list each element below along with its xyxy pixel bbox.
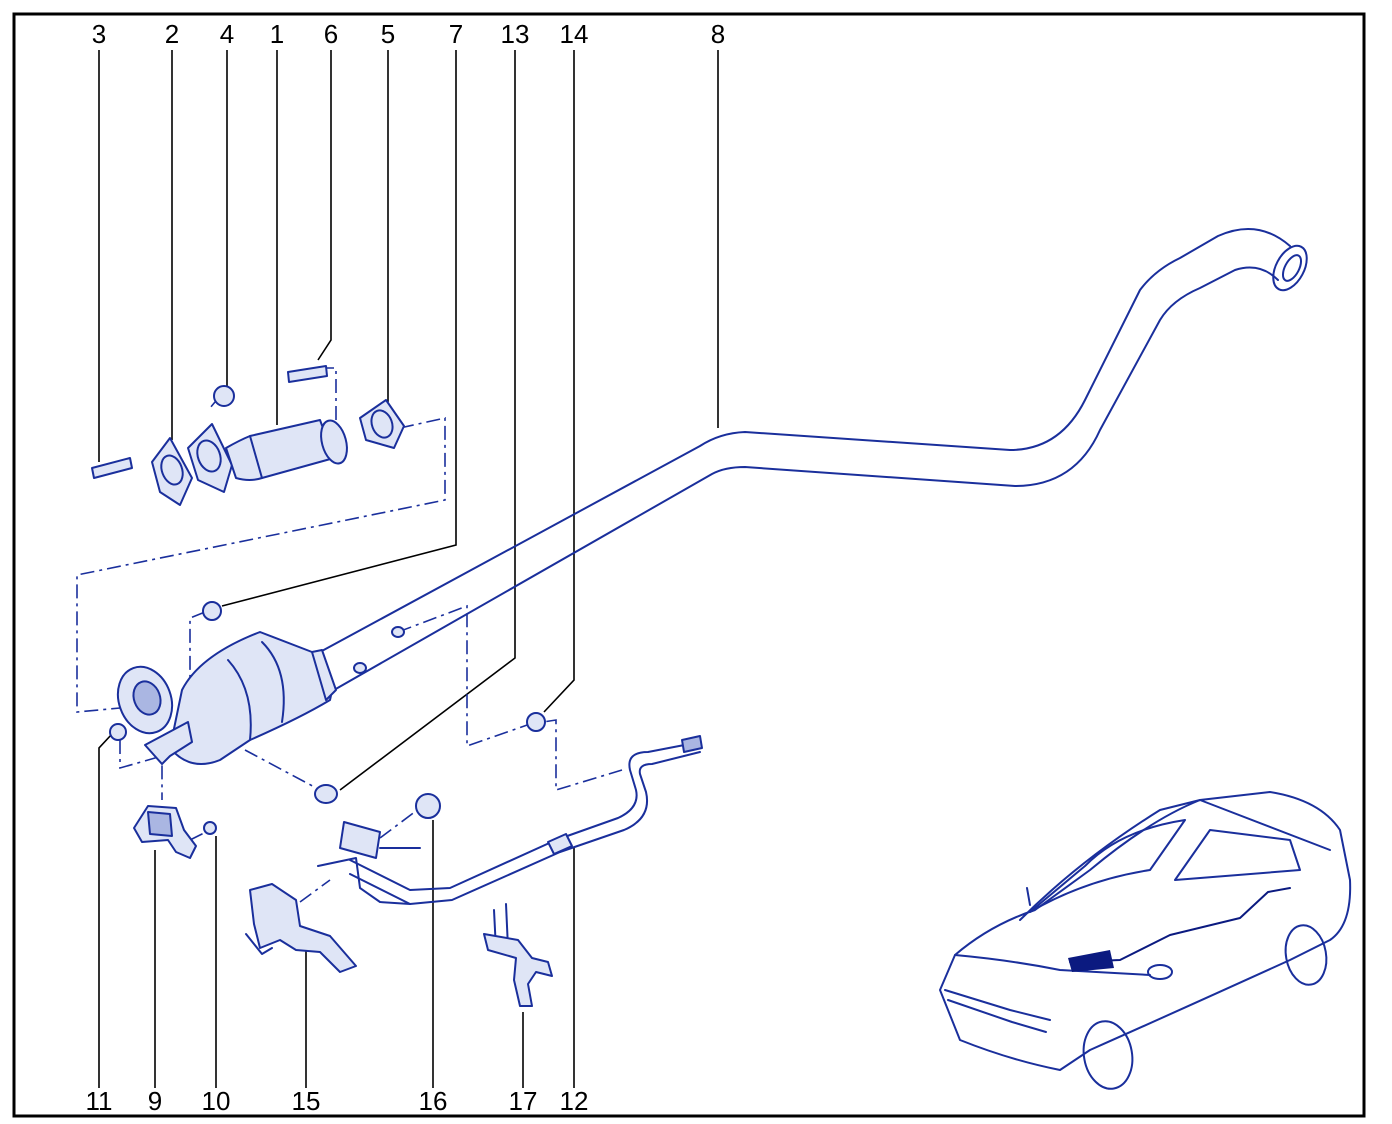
label-10: 10 <box>202 1086 231 1116</box>
stud-6 <box>287 365 328 383</box>
nut-4 <box>213 385 235 407</box>
label-15: 15 <box>292 1086 321 1116</box>
stud-3 <box>91 457 133 479</box>
label-11: 11 <box>86 1086 113 1116</box>
converter-shell-band-b <box>261 641 285 723</box>
bracket-15-ear <box>245 933 273 955</box>
leader-lines <box>98 50 719 1088</box>
pipe-12-coupling <box>547 833 573 855</box>
front-pipe-1-band <box>249 435 263 479</box>
leader-6 <box>317 50 332 361</box>
label-13: 13 <box>501 19 530 49</box>
car-side-window <box>1174 829 1301 881</box>
gasket-2-bore <box>160 454 184 486</box>
label-16: 16 <box>419 1086 448 1116</box>
car-exhaust-converter-mark <box>1068 950 1114 972</box>
nut-10 <box>203 821 217 835</box>
diagram-border <box>12 12 1366 1118</box>
flange-front-pipe-bore <box>196 439 222 473</box>
bracket-17-body <box>483 933 553 1007</box>
converter-shell-band-a <box>227 659 252 741</box>
assembly-line-16 <box>379 807 421 839</box>
leader-11 <box>98 733 113 1088</box>
gasket-2 <box>151 437 193 506</box>
mount-14 <box>526 712 546 732</box>
car-grille <box>944 989 1051 1033</box>
pipe-8-hanger-stud-b <box>353 662 367 674</box>
bracket-15 <box>245 883 357 973</box>
car-body-outline <box>939 791 1352 1071</box>
car-exhaust-route <box>1069 887 1291 963</box>
pipe-12-end-fitting <box>681 735 703 753</box>
car-front-wheel <box>1082 1020 1134 1090</box>
assembly-line-10 <box>189 829 211 841</box>
pipe-12-assembly <box>317 735 703 905</box>
front-pipe-1 <box>225 419 335 481</box>
catalytic-converter <box>116 601 337 765</box>
assembly-line-13 <box>244 749 321 791</box>
label-12: 12 <box>560 1086 589 1116</box>
pipe-8-outlet-inner <box>1281 254 1303 282</box>
car-antenna <box>1026 887 1031 906</box>
mount-13 <box>314 784 338 804</box>
car-windshield <box>1029 819 1186 913</box>
pipe-8-lower-edge <box>333 266 1279 691</box>
bracket-15-body <box>249 883 357 973</box>
leader-14 <box>543 50 575 713</box>
gasket-5-bore <box>370 409 394 439</box>
sensor-block <box>339 821 381 859</box>
label-8: 8 <box>711 19 725 49</box>
nut-11 <box>109 723 127 741</box>
leader-7 <box>221 50 457 607</box>
label-5: 5 <box>381 19 395 49</box>
car-locator <box>939 791 1352 1090</box>
converter-bracket <box>144 721 193 765</box>
car-mirror <box>1147 964 1173 980</box>
sensor-hose <box>317 857 411 905</box>
exhaust-pipe-8 <box>319 227 1308 691</box>
label-17: 17 <box>509 1086 538 1116</box>
converter-upper-mount-7 <box>202 601 222 621</box>
assembly-line-lower <box>119 740 163 800</box>
bracket-9 <box>133 805 197 859</box>
pipe-12-line-b <box>349 751 701 905</box>
top-labels: 3 2 4 1 6 5 7 13 14 8 <box>92 19 725 49</box>
label-7: 7 <box>449 19 463 49</box>
assembly-line-15 <box>299 879 331 903</box>
pipe-8-upper-edge <box>319 227 1291 653</box>
label-14: 14 <box>560 19 589 49</box>
assembly-line-flange <box>76 417 446 713</box>
car-rear-wheel <box>1284 924 1328 986</box>
bracket-9-block <box>147 811 173 837</box>
pipe-12-line <box>349 741 701 891</box>
label-3: 3 <box>92 19 106 49</box>
car-hood-line <box>954 954 1151 976</box>
pipe-8-hanger-stud-a <box>391 626 405 638</box>
converter-body <box>169 631 333 765</box>
fasteners <box>109 712 546 835</box>
bottom-labels: 11 9 10 15 16 17 12 <box>86 1086 589 1116</box>
label-2: 2 <box>165 19 179 49</box>
flange-front-pipe <box>187 423 233 493</box>
assembly-line-upper-mount <box>189 611 206 680</box>
front-pipe-1-outlet-flange <box>320 419 348 465</box>
front-pipe-assembly <box>91 365 405 506</box>
pipe-8-outlet <box>1272 244 1308 292</box>
label-4: 4 <box>220 19 234 49</box>
converter-neck <box>311 649 337 701</box>
bracket-17 <box>483 903 553 1007</box>
label-9: 9 <box>148 1086 162 1116</box>
leader-13 <box>339 50 516 791</box>
label-1: 1 <box>270 19 284 49</box>
car-roofline <box>1019 799 1331 921</box>
label-6: 6 <box>324 19 338 49</box>
converter-inlet-bore <box>132 680 162 716</box>
mount-16 <box>415 793 441 819</box>
gasket-5 <box>359 399 405 449</box>
